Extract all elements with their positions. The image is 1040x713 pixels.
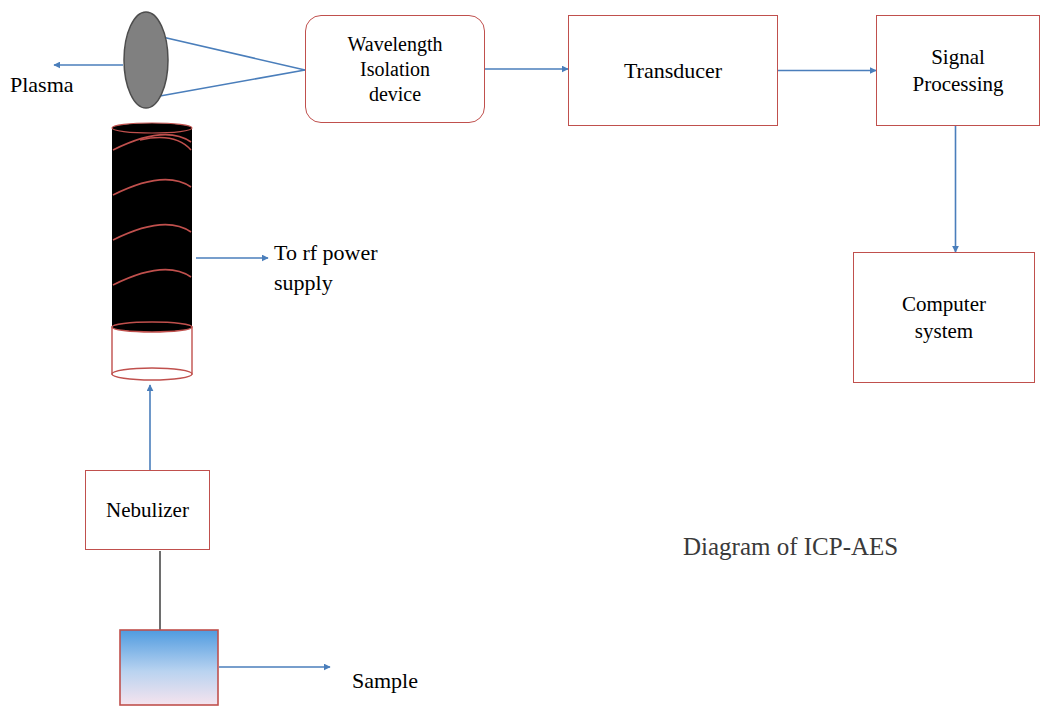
- flow-arrow: [955, 126, 957, 252]
- sample-line: [159, 551, 161, 630]
- flow-arrow: [485, 68, 568, 70]
- coil-winding: [113, 225, 191, 240]
- torch: [112, 123, 192, 380]
- plasma-flame: [124, 12, 168, 108]
- sample-label: Sample: [352, 666, 418, 696]
- coil-winding: [113, 270, 191, 285]
- rf-coil: [113, 135, 191, 285]
- box-label: Computer system: [889, 291, 999, 344]
- coil-winding: [140, 138, 191, 150]
- coil-winding: [113, 180, 191, 195]
- flow-arrow: [778, 70, 876, 72]
- nebulizer-box: Nebulizer: [85, 470, 210, 550]
- coil-winding: [113, 135, 191, 150]
- wavelength-box: Wavelength Isolation device: [305, 15, 485, 123]
- aerosol-arrow: [149, 385, 151, 470]
- rf-leader: [196, 257, 268, 259]
- computer-box: Computer system: [853, 252, 1035, 383]
- sample-container: [120, 630, 218, 705]
- box-label: Signal Processing: [898, 44, 1018, 97]
- box-label: Wavelength Isolation device: [339, 32, 451, 107]
- plasma-label: Plasma: [10, 70, 74, 100]
- signal-box: Signal Processing: [876, 15, 1040, 126]
- light-cone: [158, 36, 305, 96]
- plasma-leader: [54, 64, 123, 66]
- box-label: Nebulizer: [106, 497, 189, 523]
- box-label: Transducer: [624, 57, 722, 85]
- sample-leader: [219, 666, 330, 668]
- rf-supply-label: To rf power supply: [274, 238, 404, 297]
- diagram-caption: Diagram of ICP-AES: [683, 530, 898, 564]
- transducer-box: Transducer: [568, 15, 778, 126]
